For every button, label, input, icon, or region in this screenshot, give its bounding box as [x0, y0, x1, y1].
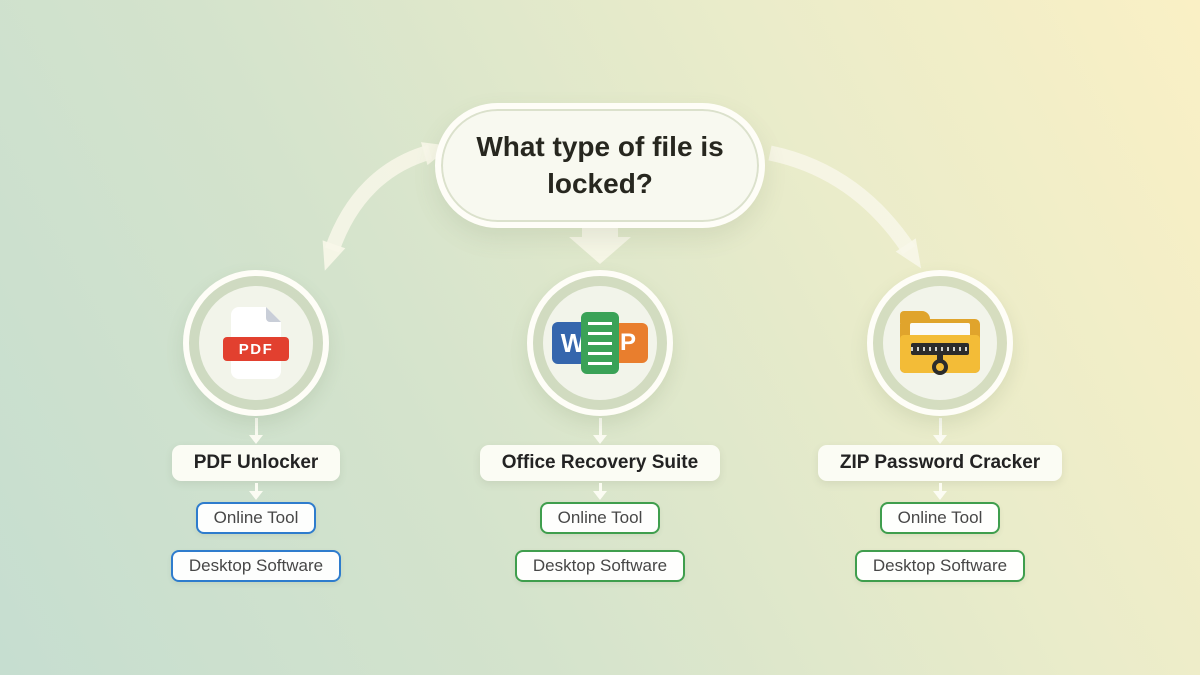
office-online-tool-button[interactable]: Online Tool: [539, 502, 661, 534]
office-desktop-software-button[interactable]: Desktop Software: [514, 550, 686, 582]
branch-header-office-recovery: Office Recovery Suite: [479, 445, 721, 481]
branch-zip: ZIP Password Cracker Online Tool Desktop…: [780, 270, 1100, 582]
branch-office: W P Office Recovery Suite Online Tool De…: [440, 270, 760, 582]
pdf-desktop-software-button[interactable]: Desktop Software: [170, 550, 342, 582]
arrow-header-to-options: [933, 481, 947, 500]
arrow-circle-to-header: [933, 416, 947, 444]
pdf-circle-node: PDF: [183, 270, 329, 416]
branch-header-zip-cracker: ZIP Password Cracker: [817, 445, 1063, 481]
zip-desktop-software-button[interactable]: Desktop Software: [854, 550, 1026, 582]
curved-arrow-down-right-icon: [768, 145, 922, 269]
arrow-circle-to-header: [249, 416, 263, 444]
pdf-label: PDF: [223, 337, 289, 361]
branch-header-pdf-unlocker: PDF Unlocker: [171, 445, 341, 481]
zip-circle-node: [867, 270, 1013, 416]
zip-online-tool-button[interactable]: Online Tool: [879, 502, 1001, 534]
document-icon: [581, 312, 619, 374]
office-circle-node: W P: [527, 270, 673, 416]
arrow-down-icon: [569, 228, 631, 264]
branch-pdf: PDF PDF Unlocker Online Tool Desktop Sof…: [96, 270, 416, 582]
pdf-file-icon: PDF: [223, 307, 289, 379]
zipper-icon: [911, 343, 969, 355]
question-node: What type of file is locked?: [435, 103, 765, 228]
office-suite-icon: W P: [552, 312, 648, 374]
curved-arrow-down-left-icon: [322, 142, 452, 271]
zip-folder-icon: [900, 311, 980, 375]
arrow-circle-to-header: [593, 416, 607, 444]
arrow-header-to-options: [593, 481, 607, 500]
question-text: What type of file is locked?: [476, 131, 724, 199]
arrow-header-to-options: [249, 481, 263, 500]
zipper-pull-icon: [932, 359, 948, 375]
pdf-online-tool-button[interactable]: Online Tool: [195, 502, 317, 534]
